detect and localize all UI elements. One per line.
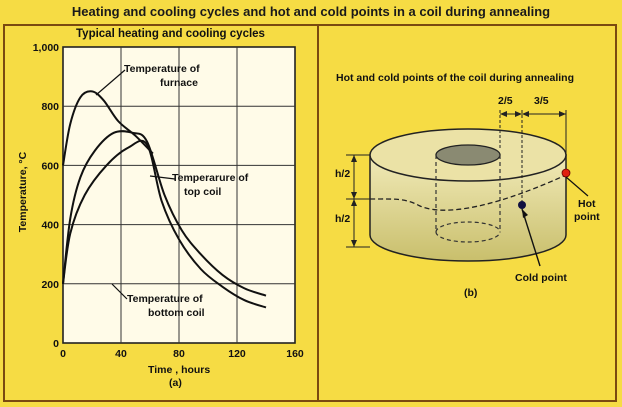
cold-point-label: Cold point (515, 272, 567, 284)
x-tick-label: 120 (228, 348, 246, 360)
chart-caption: (a) (169, 377, 182, 389)
x-tick-label: 40 (115, 348, 127, 360)
x-tick-label: 0 (60, 348, 66, 360)
bottom-coil-label-line1: Temperature of (127, 293, 203, 305)
dim-h-lower: h/2 (335, 213, 351, 225)
bottom-coil-curve (62, 139, 267, 309)
hot-point-label-line2: point (574, 211, 600, 223)
top-coil-label-line1: Temperarure of (172, 172, 249, 184)
chart-subtitle: Typical heating and cooling cycles (76, 28, 265, 40)
bottom-coil-label-line2: bottom coil (148, 307, 205, 319)
outer-frame (3, 24, 617, 402)
x-tick-label: 160 (286, 348, 304, 360)
y-tick-label: 800 (41, 101, 59, 113)
y-tick-label: 1,000 (33, 42, 59, 54)
y-tick-label: 600 (41, 160, 59, 172)
coil-caption: (b) (464, 287, 478, 299)
cold-point-marker (518, 201, 526, 209)
y-tick-label: 400 (41, 220, 59, 232)
panel-divider (317, 24, 319, 402)
dim-w-left: 2/5 (498, 95, 513, 107)
x-tick-label: 80 (173, 348, 185, 360)
top-coil-label-line2: top coil (184, 186, 222, 198)
coil-hole-top (435, 144, 501, 166)
mid-height-line (369, 174, 567, 211)
coil-subtitle: Hot and cold points of the coil during a… (336, 72, 574, 84)
page-title: Heating and cooling cycles and hot and c… (71, 4, 551, 19)
bottom-coil-leader (111, 283, 128, 300)
hot-point-marker (561, 168, 571, 178)
dim-w-right: 3/5 (534, 95, 549, 107)
furnace-label-line1: Temperature of (124, 63, 200, 75)
furnace-leader (95, 69, 126, 96)
furnace-label-line2: furnace (160, 77, 198, 89)
dim-h-upper: h/2 (335, 168, 351, 180)
x-axis-label: Time , hours (148, 364, 211, 376)
y-tick-label: 200 (41, 279, 59, 291)
top-coil-leader (149, 175, 176, 180)
hot-point-label-line1: Hot (578, 198, 596, 210)
y-tick-label: 0 (53, 338, 59, 350)
top-coil-curve (62, 130, 267, 297)
